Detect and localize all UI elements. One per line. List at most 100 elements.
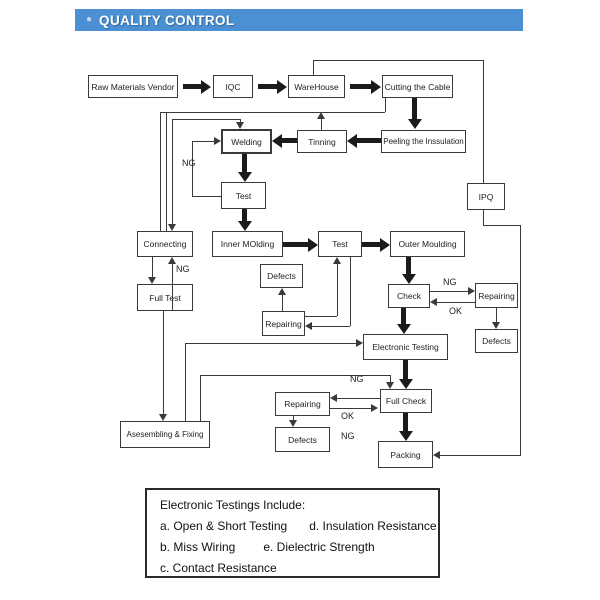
- connector-line: [483, 210, 484, 225]
- connector-line: [321, 119, 322, 130]
- arrow-right-icon: [214, 137, 221, 145]
- node-packing: Packing: [378, 441, 433, 468]
- edge-label-ok: OK: [341, 411, 355, 421]
- arrow-down-icon: [238, 172, 252, 182]
- arrow-right-icon: [371, 404, 378, 412]
- connector-line: [160, 112, 385, 113]
- connector-line: [403, 413, 408, 431]
- node-raw-materials-vendor: Raw Materials Vendor: [88, 75, 178, 98]
- node-connecting: Connecting: [137, 231, 193, 257]
- connector-line: [403, 360, 408, 379]
- arrow-down-icon: [492, 322, 500, 329]
- node-assembling-fixing: Asesembling & Fixing: [120, 421, 210, 448]
- connector-line: [160, 112, 161, 231]
- arrow-up-icon: [333, 257, 341, 264]
- connector-line: [163, 311, 164, 414]
- node-tinning: Tinning: [297, 130, 347, 153]
- connector-line: [520, 225, 521, 456]
- edge-label-ng: NG: [182, 158, 196, 168]
- node-defects-mid: Defects: [260, 264, 303, 288]
- legend-item-c: c. Contact Resistance: [160, 561, 277, 575]
- connector-line: [152, 257, 153, 277]
- arrow-up-icon: [168, 257, 176, 264]
- node-full-test: Full Test: [137, 284, 193, 311]
- arrow-down-icon: [402, 274, 416, 284]
- edge-label-ng: NG: [350, 374, 364, 384]
- connector-line: [172, 119, 240, 120]
- connector-line: [192, 141, 193, 196]
- connector-line: [192, 196, 221, 197]
- node-defects-bottom: Defects: [275, 427, 330, 452]
- node-warehouse: WareHouse: [288, 75, 345, 98]
- arrow-down-icon: [397, 324, 411, 334]
- arrow-right-icon: [201, 80, 211, 94]
- connector-line: [483, 225, 520, 226]
- arrow-right-icon: [277, 80, 287, 94]
- connector-line: [282, 138, 297, 143]
- node-full-check: Full Check: [380, 389, 432, 413]
- legend-title: Electronic Testings Include:: [160, 498, 306, 512]
- arrow-right-icon: [371, 80, 381, 94]
- connector-line: [172, 264, 173, 311]
- connector-line: [240, 119, 241, 122]
- connector-line: [185, 343, 356, 344]
- legend-item-b: b. Miss Wiring: [160, 540, 236, 554]
- arrow-left-icon: [430, 298, 437, 306]
- connector-line: [258, 84, 277, 89]
- connector-line: [183, 84, 201, 89]
- edge-label-ng: NG: [443, 277, 457, 287]
- arrow-down-icon: [399, 431, 413, 441]
- connector-line: [496, 308, 497, 322]
- arrow-down-icon: [168, 224, 176, 231]
- node-cutting-the-cable: Cutting the Cable: [382, 75, 453, 98]
- arrow-down-icon: [408, 119, 422, 129]
- connector-line: [350, 84, 371, 89]
- legend-row: c. Contact Resistance: [160, 561, 438, 575]
- connector-line: [412, 98, 417, 119]
- node-repairing-right: Repairing: [475, 283, 518, 308]
- node-ipq: IPQ: [467, 183, 505, 210]
- arrow-up-icon: [278, 288, 286, 295]
- connector-line: [390, 375, 391, 382]
- connector-line: [401, 308, 406, 324]
- arrow-down-icon: [399, 379, 413, 389]
- connector-line: [305, 316, 337, 317]
- node-outer-moulding: Outer Moulding: [390, 231, 465, 257]
- connector-line: [337, 264, 338, 316]
- arrow-right-icon: [356, 339, 363, 347]
- node-check: Check: [388, 284, 430, 308]
- connector-line: [166, 112, 167, 231]
- node-repairing-mid: Repairing: [262, 311, 305, 336]
- node-inner-molding: Inner MOlding: [212, 231, 283, 257]
- arrow-up-icon: [317, 112, 325, 119]
- connector-line: [330, 408, 371, 409]
- arrow-right-icon: [468, 287, 475, 295]
- node-defects-right: Defects: [475, 329, 518, 353]
- connector-line: [437, 302, 475, 303]
- edge-label-ng: NG: [176, 264, 190, 274]
- connector-line: [350, 257, 351, 326]
- arrow-down-icon: [148, 277, 156, 284]
- node-test-1: Test: [221, 182, 266, 209]
- connector-line: [440, 455, 520, 456]
- connector-line: [337, 398, 380, 399]
- legend-item-a: a. Open & Short Testing: [160, 519, 288, 533]
- connector-line: [242, 209, 247, 221]
- arrow-down-icon: [289, 420, 297, 427]
- edge-label-ok: OK: [449, 306, 463, 316]
- arrow-left-icon: [433, 451, 440, 459]
- connector-line: [200, 375, 390, 376]
- connector-line: [357, 138, 381, 143]
- edge-label-ng: NG: [341, 431, 355, 441]
- connector-line: [313, 60, 314, 75]
- arrow-left-icon: [347, 134, 357, 148]
- node-electronic-testing: Electronic Testing: [363, 334, 448, 360]
- connector-line: [242, 154, 247, 172]
- legend-row: a. Open & Short Testing d. Insulation Res…: [160, 519, 438, 533]
- arrow-down-icon: [386, 382, 394, 389]
- arrow-left-icon: [305, 322, 312, 330]
- legend-item-d: d. Insulation Resistance: [309, 519, 437, 533]
- node-test-2: Test: [318, 231, 362, 257]
- arrow-left-icon: [272, 134, 282, 148]
